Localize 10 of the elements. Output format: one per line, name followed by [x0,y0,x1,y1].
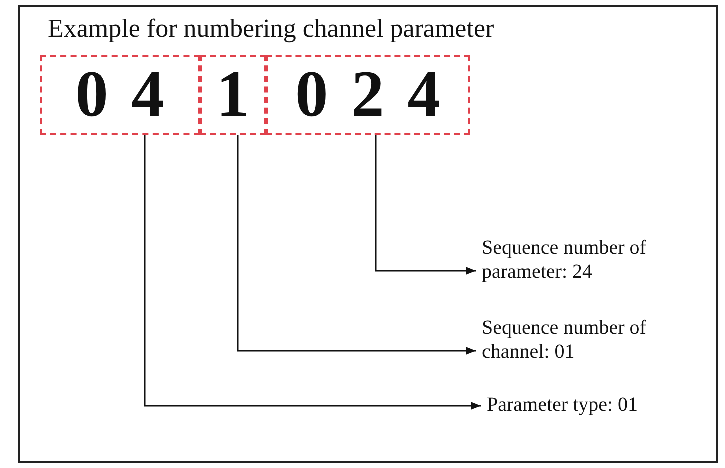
digit-group-box: 04 [40,55,200,135]
leader-arrow [375,135,476,275]
digit-group-box: 1 [200,55,266,135]
diagram-title: Example for numbering channel parameter [48,14,494,44]
callout-label: Sequence number of parameter: 24 [482,236,712,286]
callout-label: Parameter type: 01 [487,393,712,419]
leader-arrow [144,135,481,410]
digit-group-box: 024 [266,55,470,135]
leader-arrow [237,135,476,355]
callout-label: Sequence number of channel: 01 [482,316,712,366]
